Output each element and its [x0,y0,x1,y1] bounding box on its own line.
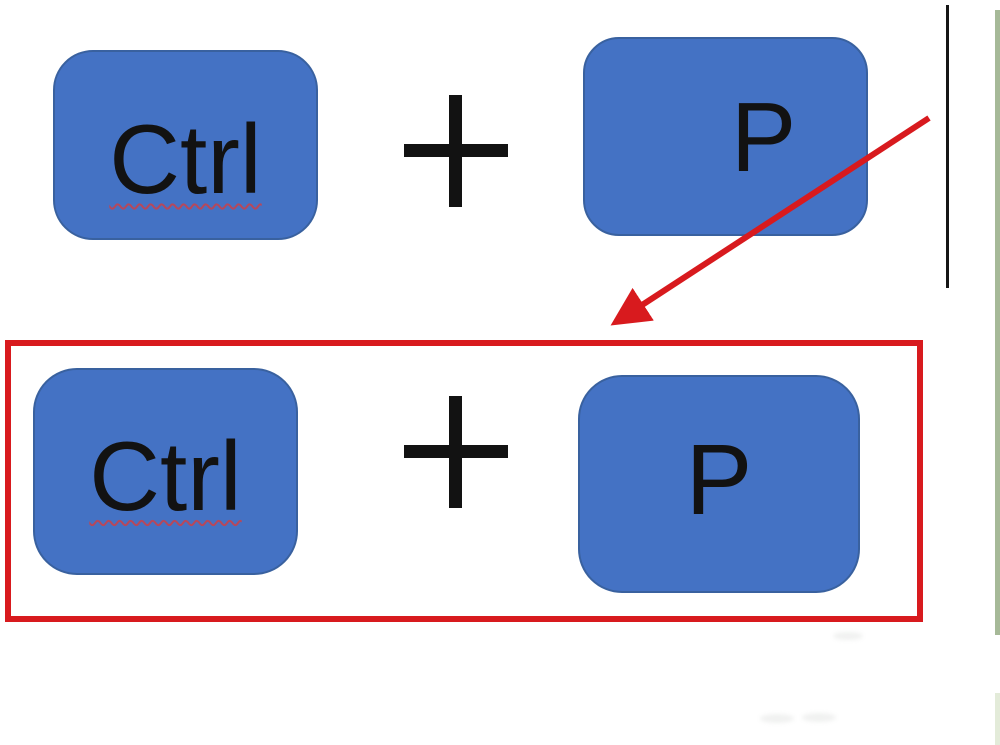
right-edge-strip-lower [995,693,1000,745]
plus-sign-top: + [404,95,508,207]
plus-sign-bottom: + [404,396,508,508]
ctrl-key-bottom-label: Ctrl [89,420,242,531]
vertical-divider-line [946,5,949,288]
artifact-smudge [802,713,836,722]
p-key-top-label: P [730,81,797,192]
right-edge-strip [995,10,1000,635]
p-key-top: P [583,37,868,236]
p-key-bottom: P [578,375,860,593]
red-highlight-box [5,340,923,622]
plus-vertical-bar [449,95,462,207]
p-key-bottom-label: P [685,424,753,536]
plus-vertical-bar [449,396,462,508]
plus-sign-bottom-label: + [404,396,405,397]
artifact-smudge [760,714,794,723]
ctrl-key-top: Ctrl [53,50,318,240]
ctrl-key-top-label: Ctrl [109,104,262,214]
artifact-smudge [833,632,863,640]
ctrl-key-bottom: Ctrl [33,368,298,575]
plus-sign-top-label: + [404,95,405,96]
